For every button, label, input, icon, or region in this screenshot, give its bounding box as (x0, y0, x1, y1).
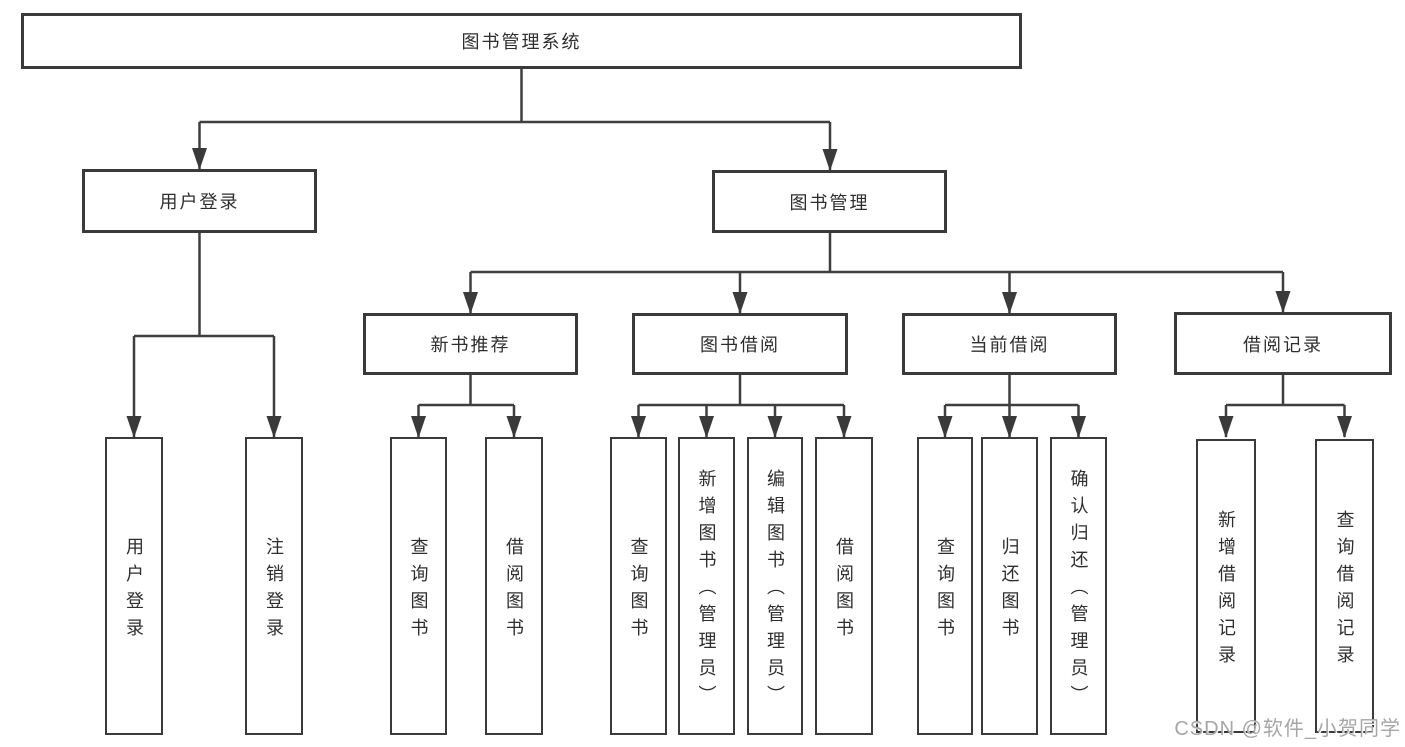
csdn-watermark: CSDN @软件_小贺同学 (1174, 718, 1401, 740)
node-current-borrow: 当前借阅 (902, 313, 1117, 375)
leaf-borrow-book-2: 借阅图书 (815, 437, 873, 735)
node-library-system-label: 图书管理系统 (461, 32, 582, 52)
node-new-book-rec-label: 新书推荐 (430, 335, 511, 355)
leaf-add-borrow-record: 新增借阅记录 (1196, 439, 1256, 733)
node-user-login-label: 用户登录 (159, 192, 240, 212)
leaf-edit-book-admin-label: 编辑图书（管理员） (765, 469, 785, 712)
leaf-user-login: 用户登录 (105, 437, 163, 735)
leaf-return-book: 归还图书 (981, 437, 1038, 735)
connector-book-borrow-children (631, 375, 852, 438)
leaf-logout-label: 注销登录 (264, 536, 284, 645)
leaf-confirm-return-admin-label: 确认归还（管理员） (1068, 469, 1089, 712)
connector-book-mgmt-children (463, 233, 1291, 314)
leaf-return-book-label: 归还图书 (999, 536, 1020, 645)
leaf-query-book-3-label: 查询图书 (935, 536, 955, 645)
node-book-borrow-label: 图书借阅 (700, 335, 780, 355)
leaf-query-book-1: 查询图书 (390, 437, 447, 735)
leaf-borrow-book-1-label: 借阅图书 (504, 536, 524, 645)
leaf-query-borrow-record: 查询借阅记录 (1315, 439, 1374, 733)
leaf-borrow-book-2-label: 借阅图书 (834, 536, 854, 645)
leaf-add-borrow-record-label: 新增借阅记录 (1216, 509, 1236, 672)
node-user-login: 用户登录 (82, 169, 317, 233)
node-new-book-rec: 新书推荐 (363, 313, 578, 375)
leaf-query-borrow-record-label: 查询借阅记录 (1334, 509, 1355, 672)
node-book-borrow: 图书借阅 (632, 313, 848, 375)
node-book-mgmt: 图书管理 (712, 170, 947, 233)
node-borrow-records: 借阅记录 (1174, 312, 1392, 375)
leaf-add-book-admin-label: 新增图书（管理员） (696, 469, 717, 712)
leaf-edit-book-admin: 编辑图书（管理员） (747, 437, 803, 735)
leaf-confirm-return-admin: 确认归还（管理员） (1050, 437, 1107, 735)
leaf-user-login-label: 用户登录 (124, 536, 144, 645)
node-current-borrow-label: 当前借阅 (969, 335, 1050, 355)
leaf-add-book-admin: 新增图书（管理员） (678, 437, 735, 735)
connector-current-borrow-children (937, 375, 1086, 438)
leaf-query-book-3: 查询图书 (917, 437, 973, 735)
leaf-query-book-1-label: 查询图书 (408, 536, 429, 645)
connector-borrow-records-children (1218, 375, 1352, 438)
node-book-mgmt-label: 图书管理 (789, 192, 870, 213)
leaf-query-book-2: 查询图书 (610, 437, 667, 735)
node-library-system: 图书管理系统 (21, 13, 1022, 69)
connector-user-login-children (126, 233, 282, 438)
connector-new-book-rec-children (411, 375, 522, 438)
leaf-logout: 注销登录 (245, 437, 303, 735)
node-borrow-records-label: 借阅记录 (1243, 334, 1323, 355)
connector-root-to-level2 (192, 69, 838, 171)
leaf-borrow-book-1: 借阅图书 (485, 437, 543, 735)
leaf-query-book-2-label: 查询图书 (628, 536, 649, 645)
